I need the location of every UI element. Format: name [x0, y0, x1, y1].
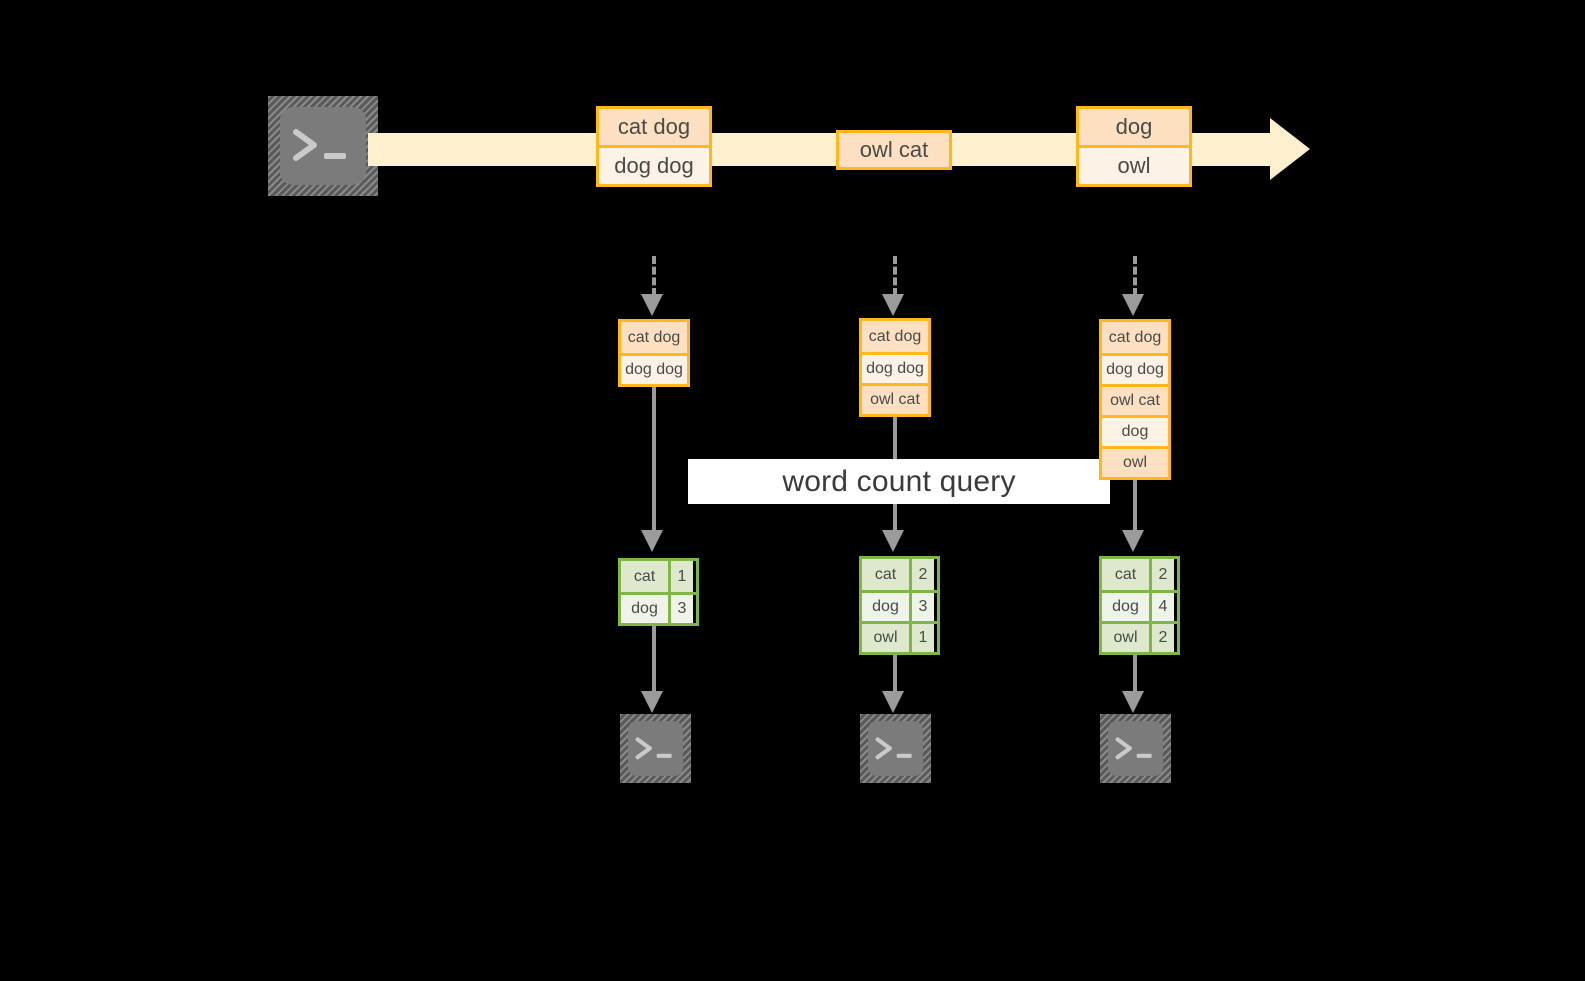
prompt-glyph-icon — [635, 736, 672, 759]
table-cell-word: dog — [1102, 593, 1149, 621]
query-arrowhead-3 — [1122, 530, 1144, 552]
table-cell-count: 3 — [668, 595, 693, 623]
snapshot-tap-arrowhead-1 — [641, 294, 663, 316]
table-row: dog 3 — [621, 592, 696, 623]
sink-terminal-icon-2 — [860, 714, 931, 783]
event-line: owl — [1079, 145, 1189, 184]
table-row: owl 2 — [1102, 621, 1177, 652]
source-terminal-icon — [268, 96, 378, 196]
stream-arrow-head-icon — [1270, 118, 1310, 180]
table-row: dog 3 — [862, 590, 937, 621]
snapshot-input-stack-3: cat dog dog dog owl cat dog owl — [1099, 319, 1171, 480]
terminal-body — [1108, 721, 1163, 776]
table-cell-word: owl — [862, 624, 909, 652]
query-label-text: word count query — [782, 464, 1016, 498]
table-cell-count: 3 — [909, 593, 934, 621]
table-row: cat 2 — [862, 559, 937, 590]
stack-row: dog dog — [621, 353, 687, 384]
query-label-band: word count query — [688, 459, 1110, 504]
query-arrowhead-2 — [882, 530, 904, 552]
sink-connector-1 — [652, 624, 656, 693]
query-connector-1 — [652, 386, 656, 532]
sink-terminal-icon-3 — [1100, 714, 1171, 783]
sink-connector-2 — [893, 654, 897, 693]
snapshot-input-stack-1: cat dog dog dog — [618, 319, 690, 387]
table-cell-count: 2 — [1149, 624, 1174, 652]
result-table-3: cat 2 dog 4 owl 2 — [1099, 556, 1180, 655]
terminal-body — [868, 721, 923, 776]
sink-arrowhead-3 — [1122, 691, 1144, 713]
snapshot-tap-connector-1 — [652, 256, 656, 296]
table-cell-word: cat — [621, 561, 668, 592]
table-cell-word: owl — [1102, 624, 1149, 652]
stack-row: dog — [1102, 415, 1168, 446]
table-row: dog 4 — [1102, 590, 1177, 621]
sink-arrowhead-1 — [641, 691, 663, 713]
stack-row: owl cat — [1102, 384, 1168, 415]
table-cell-count: 2 — [1149, 559, 1174, 590]
stack-row: dog dog — [862, 352, 928, 383]
prompt-glyph-icon — [875, 736, 912, 759]
query-arrowhead-1 — [641, 530, 663, 552]
result-table-2: cat 2 dog 3 owl 1 — [859, 556, 940, 655]
table-cell-count: 4 — [1149, 593, 1174, 621]
table-cell-count: 2 — [909, 559, 934, 590]
table-row: owl 1 — [862, 621, 937, 652]
stack-row: cat dog — [862, 321, 928, 352]
event-line: dog dog — [599, 145, 709, 184]
stack-row: owl cat — [862, 383, 928, 414]
prompt-glyph-icon — [1115, 736, 1152, 759]
snapshot-tap-connector-3 — [1133, 256, 1137, 296]
snapshot-input-stack-2: cat dog dog dog owl cat — [859, 318, 931, 417]
table-row: cat 1 — [621, 561, 696, 592]
terminal-body — [628, 721, 683, 776]
stack-row: cat dog — [1102, 322, 1168, 353]
event-line: cat dog — [599, 109, 709, 145]
table-cell-word: dog — [621, 595, 668, 623]
event-line: owl cat — [839, 133, 949, 167]
query-connector-3 — [1133, 475, 1137, 532]
table-cell-count: 1 — [668, 561, 693, 592]
stream-event-2: owl cat — [836, 130, 952, 170]
table-cell-word: cat — [862, 559, 909, 590]
sink-connector-3 — [1133, 654, 1137, 693]
table-cell-word: dog — [862, 593, 909, 621]
stream-event-3: dog owl — [1076, 106, 1192, 187]
table-cell-word: cat — [1102, 559, 1149, 590]
snapshot-tap-arrowhead-2 — [882, 294, 904, 316]
snapshot-tap-connector-2 — [893, 256, 897, 296]
event-line: dog — [1079, 109, 1189, 145]
snapshot-tap-arrowhead-3 — [1122, 294, 1144, 316]
stack-row: cat dog — [621, 322, 687, 353]
sink-arrowhead-2 — [882, 691, 904, 713]
table-cell-count: 1 — [909, 624, 934, 652]
stack-row: owl — [1102, 446, 1168, 477]
prompt-glyph-icon — [293, 129, 346, 161]
stream-event-1: cat dog dog dog — [596, 106, 712, 187]
result-table-1: cat 1 dog 3 — [618, 558, 699, 626]
terminal-body — [280, 107, 366, 185]
stack-row: dog dog — [1102, 353, 1168, 384]
sink-terminal-icon-1 — [620, 714, 691, 783]
table-row: cat 2 — [1102, 559, 1177, 590]
